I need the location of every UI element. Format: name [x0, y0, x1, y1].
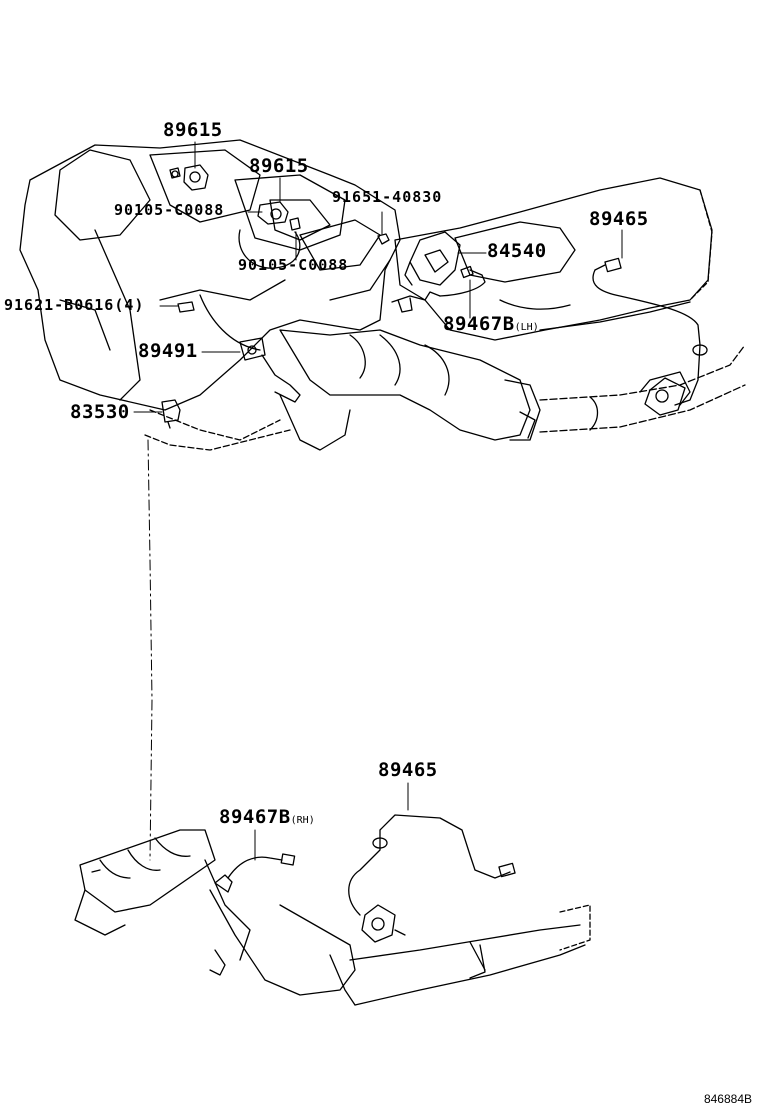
label-90105-a: 90105-C0088 — [114, 201, 225, 219]
bracket-icon — [239, 337, 301, 403]
label-91651: 91651-40830 — [332, 188, 443, 206]
label-84540: 84540 — [487, 240, 547, 262]
label-89465-top: 89465 — [589, 208, 649, 230]
upper-exhaust-system — [144, 329, 746, 451]
label-89615-crank: 89615 — [249, 155, 309, 177]
oxygen-sensor-rh-icon — [214, 853, 296, 893]
bolt-91621-icon — [177, 301, 195, 313]
knock-sensor-icon — [404, 231, 461, 286]
lower-exhaust-system — [74, 829, 591, 1006]
label-89467-rh-suffix: (RH) — [290, 815, 315, 826]
dash-dot-connector — [147, 439, 153, 861]
label-89465-bottom: 89465 — [378, 759, 438, 781]
diagram-code: 846884B — [703, 1092, 752, 1106]
label-91621: 91621-B0616(4) — [4, 296, 145, 314]
label-83530: 83530 — [70, 401, 130, 423]
label-90105-b: 90105-C0088 — [238, 256, 349, 274]
oxygen-sensor-lh-icon — [391, 265, 486, 313]
cam-position-sensor-icon — [169, 164, 209, 191]
transmission — [394, 177, 713, 341]
label-89491: 89491 — [138, 340, 198, 362]
leader-lines — [133, 141, 623, 861]
label-89467-rh: 89467B(RH) — [219, 806, 315, 828]
label-89467-lh: 89467B(LH) — [443, 313, 539, 335]
oxygen-sensor-top-icon — [592, 257, 708, 416]
crank-position-sensor-icon — [257, 201, 301, 231]
engine-block — [19, 139, 401, 411]
oil-pressure-switch-icon — [161, 399, 181, 429]
label-89467-lh-suffix: (LH) — [514, 322, 539, 333]
label-89615-cam: 89615 — [163, 119, 223, 141]
bolt-icon — [377, 233, 390, 245]
oxygen-sensor-bottom-icon — [348, 814, 516, 943]
